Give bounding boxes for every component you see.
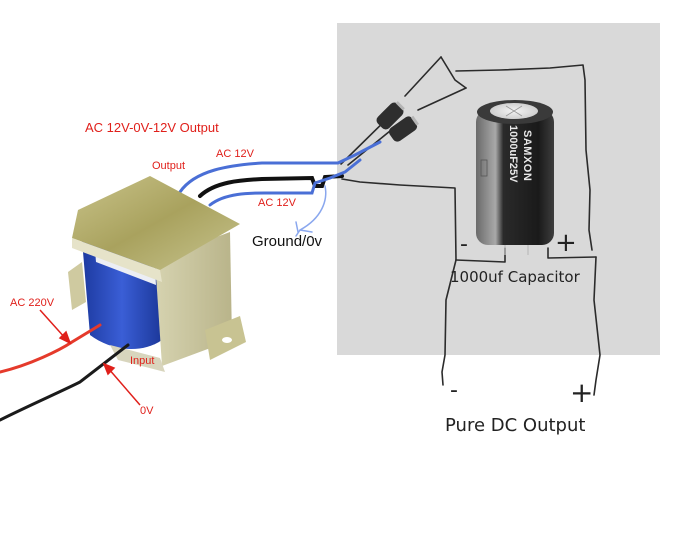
output-label: Output <box>152 160 186 172</box>
ac220v-label: AC 220V <box>10 297 55 309</box>
output-minus-symbol: - <box>450 378 458 403</box>
transformer <box>68 176 246 372</box>
wire-ac12v-top <box>178 140 382 194</box>
right-rail <box>593 256 601 396</box>
wire-ac12v-bottom <box>208 158 362 207</box>
ground-wire <box>341 178 457 261</box>
ground-label: Ground/0v <box>252 233 323 250</box>
wire-primary-live <box>0 323 102 374</box>
output-title-label: AC 12V-0V-12V Output <box>85 120 219 135</box>
capacitor-plus-wire <box>547 247 597 259</box>
pure-dc-output-label: Pure DC Output <box>445 415 586 436</box>
0v-label: 0V <box>140 405 154 417</box>
capacitor-plus-symbol: + <box>555 228 577 258</box>
top-rail <box>455 64 593 251</box>
secondary-wires <box>178 140 382 237</box>
hand-drawn-wires <box>340 56 601 396</box>
arrow-ac220v <box>39 309 67 340</box>
wire-primary-neutral <box>0 343 130 422</box>
input-label: Input <box>130 355 155 367</box>
diode-bottom <box>388 115 419 142</box>
ac12v-bottom-label: AC 12V <box>258 197 296 209</box>
capacitor-rating-print: 1000uF25V <box>507 125 519 183</box>
capacitor: SAMXON 1000uF25V <box>476 100 554 255</box>
wire-center-tap <box>198 174 344 198</box>
diode-join-wire <box>440 56 467 89</box>
capacitor-minus-symbol: - <box>460 232 468 257</box>
primary-wires <box>0 323 130 422</box>
ac12v-top-label: AC 12V <box>216 148 254 160</box>
arrow-0v <box>107 367 141 406</box>
annotation-arrows <box>39 309 141 406</box>
capacitor-print: SAMXON <box>521 130 533 181</box>
diode-cathode-wire-a <box>404 56 442 97</box>
output-plus-symbol: + <box>570 376 594 409</box>
diode-top <box>376 101 405 130</box>
diode-cathode-wire-b <box>417 87 467 111</box>
ground-pointer-arrow <box>295 185 327 237</box>
capacitor-label: 1000uf Capacitor <box>450 268 580 286</box>
left-rail <box>441 259 457 386</box>
